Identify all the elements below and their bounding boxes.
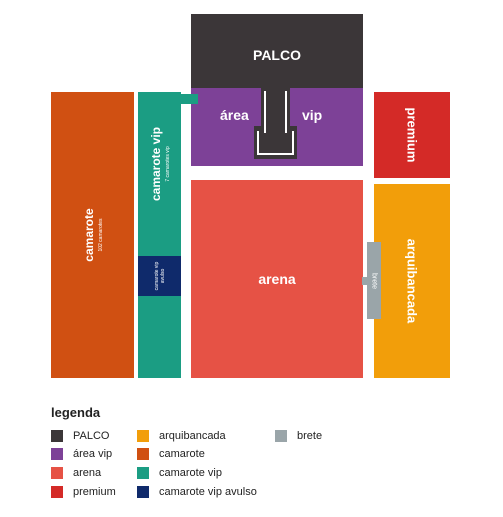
- area-vip-label-left: área: [220, 107, 249, 123]
- brete-zone[interactable]: brete: [367, 242, 381, 319]
- premium-zone[interactable]: premium: [374, 92, 450, 178]
- legend-item-camarote-vip: camarote vip: [137, 466, 222, 480]
- stage-runway-inner: [264, 91, 287, 133]
- camarote-sublabel: 102 camarotes: [97, 218, 104, 252]
- legend-label: arena: [73, 467, 102, 479]
- legend-label: área vip: [73, 448, 113, 460]
- legend-swatch: [137, 448, 149, 460]
- camarote-label-group: camarote 102 camarotes: [82, 208, 104, 261]
- legend-swatch: [137, 430, 149, 442]
- camarote-label: camarote: [81, 208, 96, 262]
- legend-label: camarote: [159, 448, 205, 460]
- arena-zone[interactable]: arena: [191, 180, 363, 378]
- camarote-vip-label: camarote vip: [148, 126, 163, 202]
- brete-notch: [362, 277, 368, 285]
- camarote-vip-label-group: camarote vip 7 camarotes vip: [149, 127, 171, 201]
- camarote-vip-avulso-zone[interactable]: camarote vip avulso: [138, 256, 181, 296]
- legend-swatch: [51, 448, 63, 460]
- legend-label: camarote vip: [159, 467, 222, 479]
- legend-swatch: [51, 486, 63, 498]
- palco-zone[interactable]: PALCO: [191, 14, 363, 88]
- camarote-zone[interactable]: camarote 102 camarotes: [51, 92, 134, 378]
- legend-title: legenda: [51, 405, 101, 420]
- legend-item-camarote: camarote: [137, 447, 205, 461]
- arquibancada-zone[interactable]: arquibancada: [374, 184, 450, 378]
- legend-item-arena: arena: [51, 466, 101, 480]
- legend-label: brete: [297, 430, 323, 442]
- arquibancada-label: arquibancada: [404, 238, 420, 324]
- legend-item-brete: brete: [275, 429, 322, 443]
- legend-label: PALCO: [73, 430, 110, 442]
- legend-swatch: [275, 430, 287, 442]
- camarote-vip-zone[interactable]: camarote vip 7 camarotes vip: [138, 92, 181, 378]
- legend-swatch: [51, 467, 63, 479]
- legend-label: premium: [73, 486, 116, 498]
- legend-label: arquibancada: [159, 430, 226, 442]
- brete-label: brete: [370, 272, 378, 289]
- legend-label: camarote vip avulso: [159, 486, 257, 498]
- arena-label: arena: [258, 271, 296, 287]
- legend-item-premium: premium: [51, 485, 116, 499]
- legend-swatch: [51, 430, 63, 442]
- legend-swatch: [137, 486, 149, 498]
- camarote-vip-avulso-label: camarote vip avulso: [153, 261, 166, 291]
- camarote-vip-sublabel: 7 camarotes vip: [164, 146, 171, 182]
- legend-item-camarote-vip-avulso: camarote vip avulso: [137, 485, 257, 499]
- legend-item-arquibancada: arquibancada: [137, 429, 226, 443]
- camarote-vip-connector: [181, 94, 198, 104]
- area-vip-label-right: vip: [302, 107, 323, 123]
- palco-label: PALCO: [253, 47, 301, 63]
- premium-label: premium: [404, 107, 420, 163]
- legend-swatch: [137, 467, 149, 479]
- legend-item-area-vip: área vip: [51, 447, 112, 461]
- stage-runway-base-inner: [257, 131, 294, 155]
- legend-item-palco: PALCO: [51, 429, 109, 443]
